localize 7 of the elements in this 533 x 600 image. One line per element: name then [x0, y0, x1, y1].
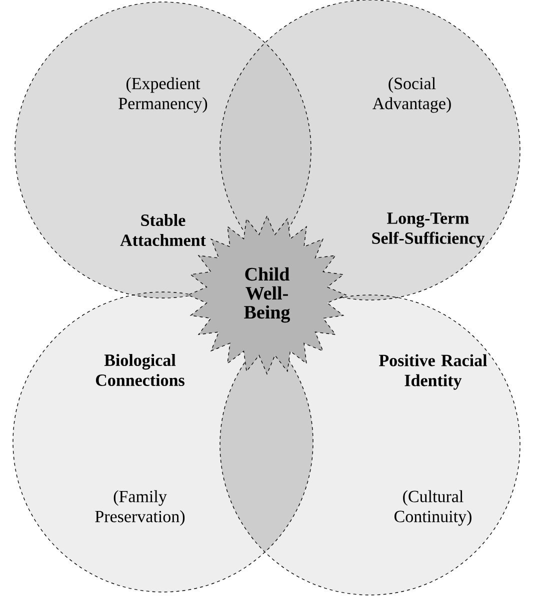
circle-heading: Positive Racial Identity [379, 354, 487, 390]
circle-heading: Biological Connections [96, 354, 184, 386]
circle-heading: Long-Term Self-Sufficiency [372, 212, 484, 248]
circle-subtitle: (Expedient Permanency) [118, 77, 208, 113]
circle-subtitle: (Cultural Continuity) [394, 490, 472, 526]
circle-subtitle: (Family Preservation) [95, 490, 185, 526]
circle-subtitle: (Social Advantage) [372, 77, 451, 113]
